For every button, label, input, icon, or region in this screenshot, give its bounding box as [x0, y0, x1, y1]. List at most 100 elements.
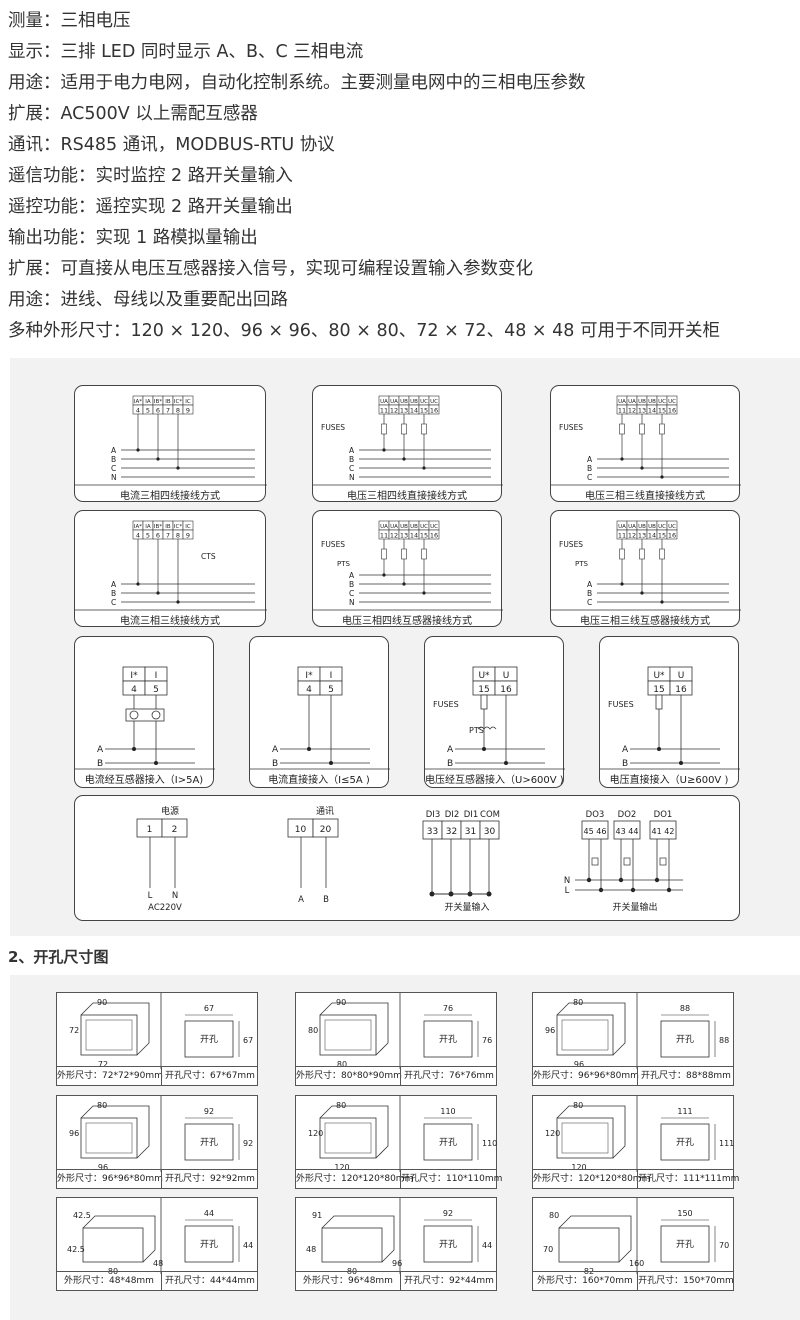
terminal-label: IB [165, 524, 171, 530]
terminal-label: IB* [154, 524, 162, 530]
fuses-label: FUSES [321, 540, 345, 549]
comm-terminal-number: 20 [320, 825, 332, 835]
do-caption: 开关量输出 [612, 901, 657, 913]
do-label: DO2 [618, 810, 637, 820]
comm-title: 通讯 [316, 806, 334, 817]
phase-label: B [349, 580, 354, 589]
do-line-l: L [565, 886, 570, 896]
terminal-label: UB [410, 399, 418, 405]
cutout-hole [660, 1225, 710, 1263]
meter-front [556, 1014, 614, 1056]
junction-dot [154, 761, 158, 765]
meter-body [319, 1105, 389, 1159]
depth-dim: 80 [549, 1211, 559, 1220]
depth-dim: 42.5 [73, 1211, 91, 1220]
terminal-number: 16 [668, 407, 676, 415]
spec-sizes: 多种外形尺寸：120 × 120、96 × 96、80 × 80、72 × 72… [8, 321, 720, 341]
di-label: DI2 [445, 810, 459, 820]
outer-size-caption: 外形尺寸：96*48mm [296, 1271, 400, 1290]
phase-label: N [349, 473, 355, 482]
junction-dot [136, 582, 140, 586]
di-terminal-number: 32 [446, 827, 457, 837]
terminal-number: 15 [478, 685, 489, 695]
hole-size-caption: 开孔尺寸：110*110mm [400, 1169, 502, 1188]
terminal-label: IB* [154, 399, 162, 405]
cutout-height-dim: 111 [719, 1139, 734, 1148]
fuses-label: FUSES [608, 700, 634, 709]
terminal-number: 14 [648, 407, 656, 415]
meter-body [80, 1105, 150, 1159]
terminal-label: UC [430, 399, 438, 405]
terminal-number: 15 [653, 685, 664, 695]
spec-usage: 用途：适用于电力电网，自动化控制系统。主要测量电网中的三相电压参数 [8, 73, 586, 93]
meter-body [556, 1002, 626, 1056]
terminal-number: 15 [420, 532, 428, 540]
fuse [421, 423, 427, 435]
spec-display: 显示：三排 LED 同时显示 A、B、C 三相电流 [8, 42, 364, 62]
hole-label: 开孔 [676, 1137, 694, 1148]
spec-usage-2: 用途：进线、母线以及重要配出回路 [8, 290, 288, 310]
terminal-label: UA [390, 524, 398, 530]
terminal-label: UB [410, 524, 418, 530]
terminal-number: 7 [166, 407, 170, 415]
terminal-cell [666, 404, 678, 415]
wiring-caption: 电压经互感器接入（U>600V ) [425, 775, 564, 786]
meter-window [324, 1122, 372, 1154]
pts-label: PTS [337, 560, 350, 568]
terminal-number: 6 [156, 532, 160, 540]
junction-dot [504, 761, 508, 765]
terminal-number: 12 [628, 407, 636, 415]
phase-label: B [272, 759, 278, 769]
terminal-number: 11 [618, 407, 626, 415]
fuses-label: FUSES [559, 423, 583, 432]
phase-label: C [111, 464, 116, 473]
transformer-coil [477, 726, 497, 730]
terminal-label: UC [420, 524, 428, 530]
ct-terminal [151, 710, 161, 720]
meter-body [558, 1215, 632, 1263]
wiring-caption: 电流直接接入（I≤5A ) [268, 775, 370, 786]
width-dim: 82 [584, 1267, 594, 1274]
terminal-label: UA [380, 524, 388, 530]
do-terminal-number: 45 46 [584, 827, 607, 836]
phase-label: B [111, 455, 116, 464]
spec-list: 测量：三相电压 显示：三排 LED 同时显示 A、B、C 三相电流 用途：适用于… [8, 6, 798, 347]
terminal-label: IA* [134, 399, 142, 405]
do-label: DO3 [586, 810, 605, 820]
terminal-number: 9 [186, 532, 190, 540]
terminal-number: 4 [306, 685, 312, 695]
cutout-hole [423, 1123, 473, 1161]
di-terminal [479, 820, 500, 840]
outer-size-caption: 外形尺寸：72*72*90mm [57, 1066, 163, 1085]
cutout-height-dim: 44 [482, 1241, 492, 1250]
junction-dot [660, 600, 664, 604]
phase-label: A [447, 745, 454, 755]
terminal-cell [182, 404, 194, 415]
terminal-number: 15 [658, 532, 666, 540]
terminal-label: UC [430, 524, 438, 530]
spec-measure: 测量：三相电压 [8, 11, 131, 31]
cutout-width-dim: 92 [443, 1209, 453, 1218]
phase-label: C [349, 589, 354, 598]
width-dim: 72 [98, 1060, 108, 1069]
fuse [619, 548, 625, 560]
junction-dot [382, 573, 386, 577]
width-dim: 120 [334, 1163, 349, 1172]
meter-body [556, 1105, 626, 1159]
side-dim: 48 [153, 1259, 163, 1268]
do-terminal-number: 41 42 [652, 827, 675, 836]
height-dim: 48 [306, 1245, 316, 1254]
